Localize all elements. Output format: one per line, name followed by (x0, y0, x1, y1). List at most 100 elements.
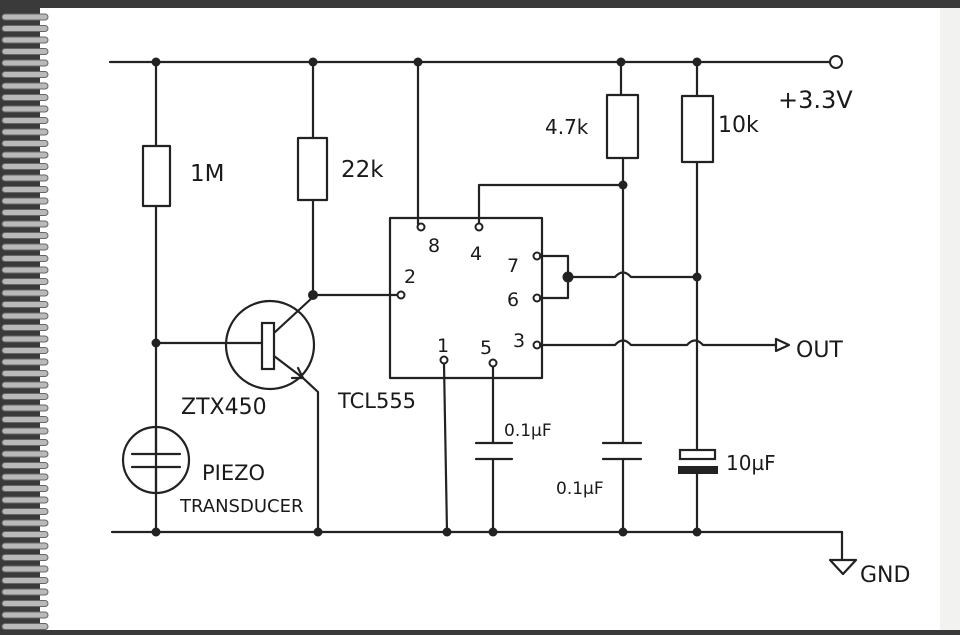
spiral-ring (1, 220, 49, 228)
spiral-ring (1, 301, 49, 308)
ground-label: GND (860, 563, 910, 588)
spiral-binding (1, 13, 49, 630)
capacitor-electrolytic-plus (678, 448, 717, 461)
transducer-label: TRANSDUCER (179, 496, 303, 517)
timing-branch-wire (619, 60, 625, 534)
supply-terminal (829, 55, 843, 69)
spiral-ring (1, 485, 49, 492)
spiral-ring (1, 427, 49, 435)
supply-label: +3.3V (778, 86, 853, 114)
spiral-ring (1, 450, 49, 458)
piezo-label: PIEZO (202, 461, 265, 485)
spiral-ring (1, 324, 49, 331)
spiral-ring (1, 473, 49, 481)
pin-2-number: 2 (404, 266, 416, 288)
spiral-ring (1, 174, 49, 182)
spiral-ring (1, 370, 49, 377)
c3-label: 10µF (726, 451, 776, 475)
spiral-ring (1, 59, 49, 67)
spiral-ring (1, 94, 49, 101)
pin4-wire (477, 183, 625, 226)
spiral-ring (1, 13, 49, 21)
spiral-ring (1, 565, 49, 573)
spiral-ring (1, 163, 49, 170)
pin2-dot (396, 290, 406, 300)
page-edge (940, 8, 960, 630)
spiral-ring (1, 393, 49, 400)
output-label: OUT (796, 338, 843, 363)
spiral-ring (1, 439, 49, 446)
pin-4-number: 4 (470, 243, 482, 265)
spiral-ring (1, 266, 49, 274)
spiral-ring (1, 243, 49, 251)
pin4-dot (474, 222, 484, 232)
spiral-ring (1, 588, 49, 596)
spiral-ring (1, 554, 49, 561)
spiral-ring (1, 151, 49, 159)
spiral-ring (1, 542, 49, 550)
resistor-1m (141, 144, 172, 208)
spiral-ring (1, 128, 49, 136)
pin-7-number: 7 (507, 255, 519, 277)
spiral-ring (1, 623, 49, 630)
spiral-ring (1, 25, 49, 32)
spiral-ring (1, 381, 49, 389)
spiral-ring (1, 577, 49, 584)
spiral-ring (1, 416, 49, 423)
piezo-transducer (121, 425, 191, 495)
pin-5-number: 5 (480, 337, 492, 359)
output-arrow (774, 337, 791, 353)
c2-label: 0.1µF (556, 479, 604, 499)
pin5-dot (488, 358, 498, 368)
spiral-ring (1, 71, 49, 78)
pin1-wire (442, 362, 449, 534)
spiral-ring (1, 232, 49, 239)
r3-label: 4.7k (545, 115, 589, 139)
spiral-ring (1, 347, 49, 354)
resistor-22k (296, 136, 329, 202)
capacitor-pin5 (474, 441, 514, 461)
ic-label: TCL555 (337, 389, 416, 413)
spiral-ring (1, 531, 49, 538)
capacitor-electrolytic-minus (678, 466, 718, 474)
spiral-ring (1, 404, 49, 412)
pin-6-number: 6 (507, 289, 519, 311)
spiral-ring (1, 519, 49, 527)
pin8-dot (416, 222, 426, 232)
r2-label: 22k (341, 157, 384, 183)
spiral-ring (1, 289, 49, 297)
spiral-ring (1, 197, 49, 205)
output-wire (538, 339, 778, 347)
spiral-ring (1, 312, 49, 320)
spiral-ring (1, 278, 49, 285)
spiral-ring (1, 462, 49, 469)
spiral-ring (1, 186, 49, 193)
pin-3-number: 3 (513, 330, 525, 352)
spiral-ring (1, 508, 49, 515)
ground-symbol (828, 530, 858, 576)
pin1-dot (439, 355, 449, 365)
transistor-ztx450 (224, 295, 320, 534)
r1-label: 1M (190, 161, 224, 187)
spiral-ring (1, 82, 49, 90)
spiral-ring (1, 600, 49, 607)
spiral-ring (1, 611, 49, 619)
resistor-10k (680, 94, 715, 164)
pin-8-number: 8 (428, 235, 440, 257)
junction-dots (151, 57, 702, 537)
capacitor-timing (601, 441, 643, 461)
spiral-ring (1, 117, 49, 124)
spiral-ring (1, 496, 49, 504)
spiral-ring (1, 335, 49, 343)
spiral-ring (1, 105, 49, 113)
spiral-ring (1, 36, 49, 44)
c1-label: 0.1µF (504, 421, 552, 441)
spiral-ring (1, 140, 49, 147)
transistor-label: ZTX450 (181, 395, 267, 420)
resistor-4k7 (605, 93, 640, 160)
spiral-ring (1, 209, 49, 216)
spiral-ring (1, 358, 49, 366)
pin-1-number: 1 (437, 335, 449, 357)
